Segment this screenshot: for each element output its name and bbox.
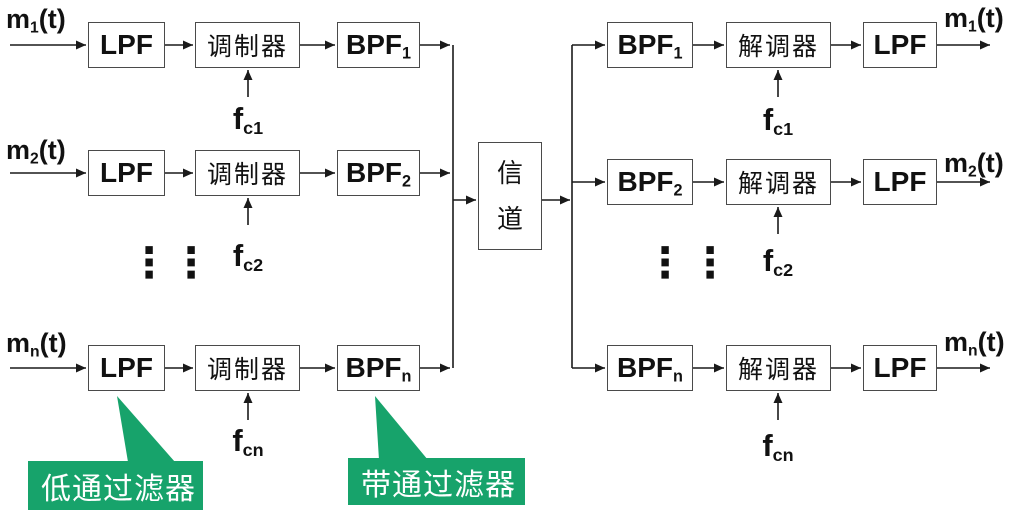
tx-input-label-1: m1(t) bbox=[6, 4, 66, 37]
rx-bpf-box-n: BPFn bbox=[607, 345, 693, 391]
tx-row1-wires bbox=[10, 40, 450, 97]
rx-demodulator-box-2: 解调器 bbox=[726, 159, 831, 205]
tx-modulator-box-1: 调制器 bbox=[195, 22, 300, 68]
rx-output-label-2: m2(t) bbox=[944, 148, 1004, 181]
rx-carrier-label-2: fc2 bbox=[762, 243, 794, 281]
rx-lpf-box-n: LPF bbox=[863, 345, 937, 391]
tx-rown-wires bbox=[10, 363, 450, 420]
tx-lpf-box-2: LPF bbox=[88, 150, 165, 196]
tx-row2-wires bbox=[10, 168, 450, 225]
bandpass-callout-pointer bbox=[375, 396, 428, 460]
tx-modulator-box-2: 调制器 bbox=[195, 150, 300, 196]
tx-modulator-box-n: 调制器 bbox=[195, 345, 300, 391]
tx-bpf-box-n: BPFn bbox=[337, 345, 420, 391]
channel-wires bbox=[452, 45, 573, 368]
rx-row1-wires bbox=[572, 40, 990, 97]
tx-lpf-box-1: LPF bbox=[88, 22, 165, 68]
rx-vertical-ellipsis-1: ⋮ bbox=[644, 239, 686, 286]
rx-lpf-box-2: LPF bbox=[863, 159, 937, 205]
tx-input-label-n: mn(t) bbox=[6, 328, 67, 361]
rx-rown-wires bbox=[572, 363, 990, 420]
channel-box: 信道 bbox=[478, 142, 542, 250]
rx-bpf-box-2: BPF2 bbox=[607, 159, 693, 205]
tx-vertical-ellipsis-2: ⋮ bbox=[170, 239, 212, 286]
rx-demodulator-box-1: 解调器 bbox=[726, 22, 831, 68]
rx-output-label-n: mn(t) bbox=[944, 327, 1005, 360]
rx-bpf-box-1: BPF1 bbox=[607, 22, 693, 68]
rx-row2-wires bbox=[572, 177, 990, 234]
tx-input-label-2: m2(t) bbox=[6, 135, 66, 168]
tx-lpf-box-n: LPF bbox=[88, 345, 165, 391]
rx-carrier-label-1: fc1 bbox=[762, 102, 794, 140]
bandpass-filter-callout: 带通过滤器 bbox=[348, 458, 525, 505]
rx-vertical-ellipsis-2: ⋮ bbox=[689, 239, 731, 286]
rx-output-label-1: m1(t) bbox=[944, 3, 1004, 36]
lowpass-callout-pointer bbox=[117, 396, 175, 462]
tx-carrier-label-1: fc1 bbox=[232, 101, 264, 139]
rx-demodulator-box-n: 解调器 bbox=[726, 345, 831, 391]
rx-carrier-label-n: fcn bbox=[762, 428, 794, 466]
tx-carrier-label-n: fcn bbox=[232, 423, 264, 461]
tx-vertical-ellipsis-1: ⋮ bbox=[128, 239, 170, 286]
lowpass-filter-callout: 低通过滤器 bbox=[28, 461, 203, 510]
tx-bpf-box-1: BPF1 bbox=[337, 22, 420, 68]
tx-bpf-box-2: BPF2 bbox=[337, 150, 420, 196]
tx-carrier-label-2: fc2 bbox=[232, 238, 264, 276]
rx-lpf-box-1: LPF bbox=[863, 22, 937, 68]
